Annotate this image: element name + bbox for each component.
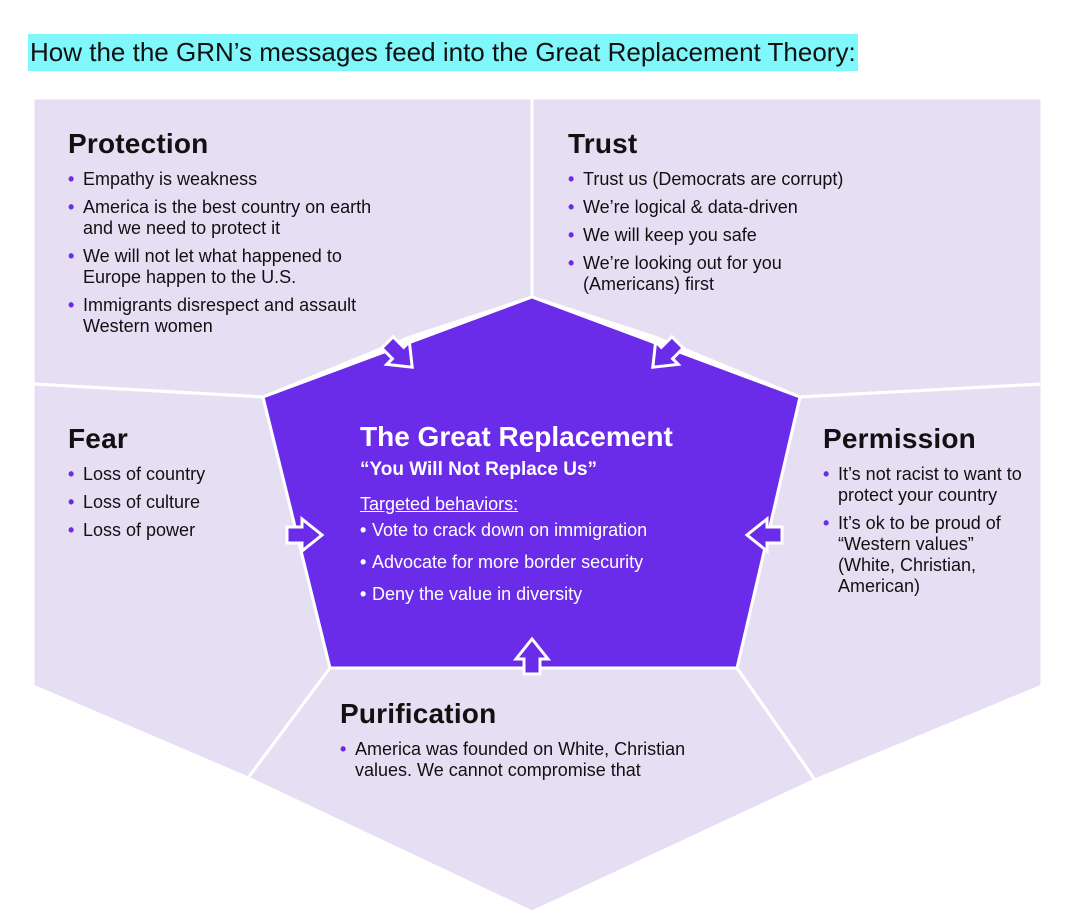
list-item: Deny the value in diversity <box>360 582 720 607</box>
center-slogan: “You Will Not Replace Us” <box>360 459 598 480</box>
section-list: Loss of country Loss of culture Loss of … <box>68 464 248 541</box>
section-list: America was founded on White, Christian … <box>340 739 740 781</box>
list-item: America was founded on White, Christian … <box>340 739 740 781</box>
arrow-from-protection-icon <box>379 334 414 369</box>
section-heading: Purification <box>340 698 497 729</box>
list-item: Loss of culture <box>68 492 248 513</box>
section-list: Trust us (Democrats are corrupt) We’re l… <box>568 169 898 295</box>
section-heading: Fear <box>68 423 128 454</box>
list-item: Loss of country <box>68 464 248 485</box>
section-fear: Fear Loss of country Loss of culture Los… <box>68 422 248 548</box>
section-list: Empathy is weakness America is the best … <box>68 169 388 337</box>
list-item: We’re looking out for you (Americans) fi… <box>568 253 833 295</box>
arrow-from-purification-icon <box>512 636 552 676</box>
behaviors-label: Targeted behaviors: <box>360 494 519 514</box>
list-item: We will not let what happened to Europe … <box>68 246 388 288</box>
section-purification: Purification America was founded on Whit… <box>340 697 740 788</box>
list-item: It’s not racist to want to protect your … <box>823 464 1028 506</box>
arrow-from-fear-icon <box>285 515 325 555</box>
list-item: We will keep you safe <box>568 225 898 246</box>
section-heading: Permission <box>823 423 976 454</box>
section-list: It’s not racist to want to protect your … <box>823 464 1028 597</box>
center-content: The Great Replacement “You Will Not Repl… <box>360 420 720 614</box>
list-item: Empathy is weakness <box>68 169 388 190</box>
list-item: Advocate for more border security <box>360 550 720 575</box>
section-permission: Permission It’s not racist to want to pr… <box>823 422 1028 604</box>
diagram-title: How the the GRN’s messages feed into the… <box>28 34 858 71</box>
arrow-from-trust-icon <box>651 334 686 369</box>
list-item: Immigrants disrespect and assault Wester… <box>68 295 388 337</box>
list-item: Loss of power <box>68 520 248 541</box>
section-trust: Trust Trust us (Democrats are corrupt) W… <box>568 127 898 302</box>
list-item: It’s ok to be proud of “Western values” … <box>823 513 1008 597</box>
list-item: Trust us (Democrats are corrupt) <box>568 169 898 190</box>
list-item: Vote to crack down on immigration <box>360 518 720 543</box>
arrow-from-permission-icon <box>744 515 784 555</box>
behaviors-list: Vote to crack down on immigration Advoca… <box>360 518 720 607</box>
section-heading: Protection <box>68 128 209 159</box>
center-heading: The Great Replacement <box>360 421 673 452</box>
list-item: America is the best country on earth and… <box>68 197 388 239</box>
list-item: We’re logical & data-driven <box>568 197 898 218</box>
section-protection: Protection Empathy is weakness America i… <box>68 127 388 344</box>
section-heading: Trust <box>568 128 638 159</box>
